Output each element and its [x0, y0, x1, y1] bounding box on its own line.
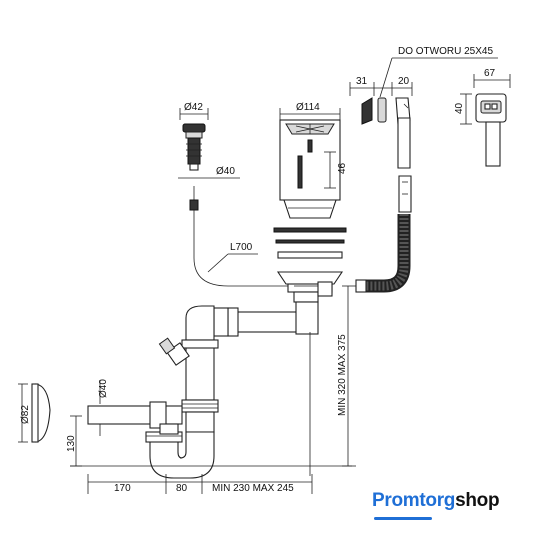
label-80: 80	[176, 483, 188, 494]
label-170: 170	[114, 483, 131, 494]
label-phi82: Ø82	[20, 405, 31, 424]
overflow-tube	[397, 117, 412, 213]
corrugated-hose	[355, 214, 411, 293]
label-l700: L700	[230, 242, 253, 253]
label-46: 46	[337, 162, 348, 174]
logo-text-shop: shop	[455, 490, 500, 511]
label-do-otworu: DO OTWORU 25X45	[398, 46, 493, 57]
plug-assembly: Ø42 Ø40	[178, 102, 240, 179]
drain-pipes	[31, 301, 319, 479]
dimension-lines: Ø40 Ø82 130 170 80 MIN 230 MAX 245 MIN 3…	[18, 285, 356, 494]
outlet-body	[276, 271, 344, 303]
label-phi42: Ø42	[184, 102, 203, 113]
cable: L700	[189, 186, 288, 287]
overflow-dims: 31 20	[349, 76, 413, 96]
label-phi40-plug: Ø40	[216, 166, 235, 177]
label-31: 31	[356, 76, 368, 87]
label-min320: MIN 320 MAX 375	[337, 334, 348, 416]
label-phi40-pipe: Ø40	[98, 379, 109, 398]
label-40-top: 40	[454, 102, 465, 114]
label-130: 130	[66, 435, 77, 452]
brand-logo: Promtorgshop	[372, 490, 500, 512]
logo-text-promtorg: Promtorg	[372, 490, 456, 511]
overflow-hole-callout: DO OTWORU 25X45	[379, 46, 498, 98]
label-min230: MIN 230 MAX 245	[212, 483, 294, 494]
strainer-assembly: Ø114 46	[273, 102, 348, 259]
logo-underline	[374, 517, 432, 520]
label-phi114: Ø114	[296, 102, 320, 113]
overflow-side-view: 67 40	[454, 68, 511, 167]
label-67: 67	[484, 68, 496, 79]
label-20: 20	[398, 76, 410, 87]
